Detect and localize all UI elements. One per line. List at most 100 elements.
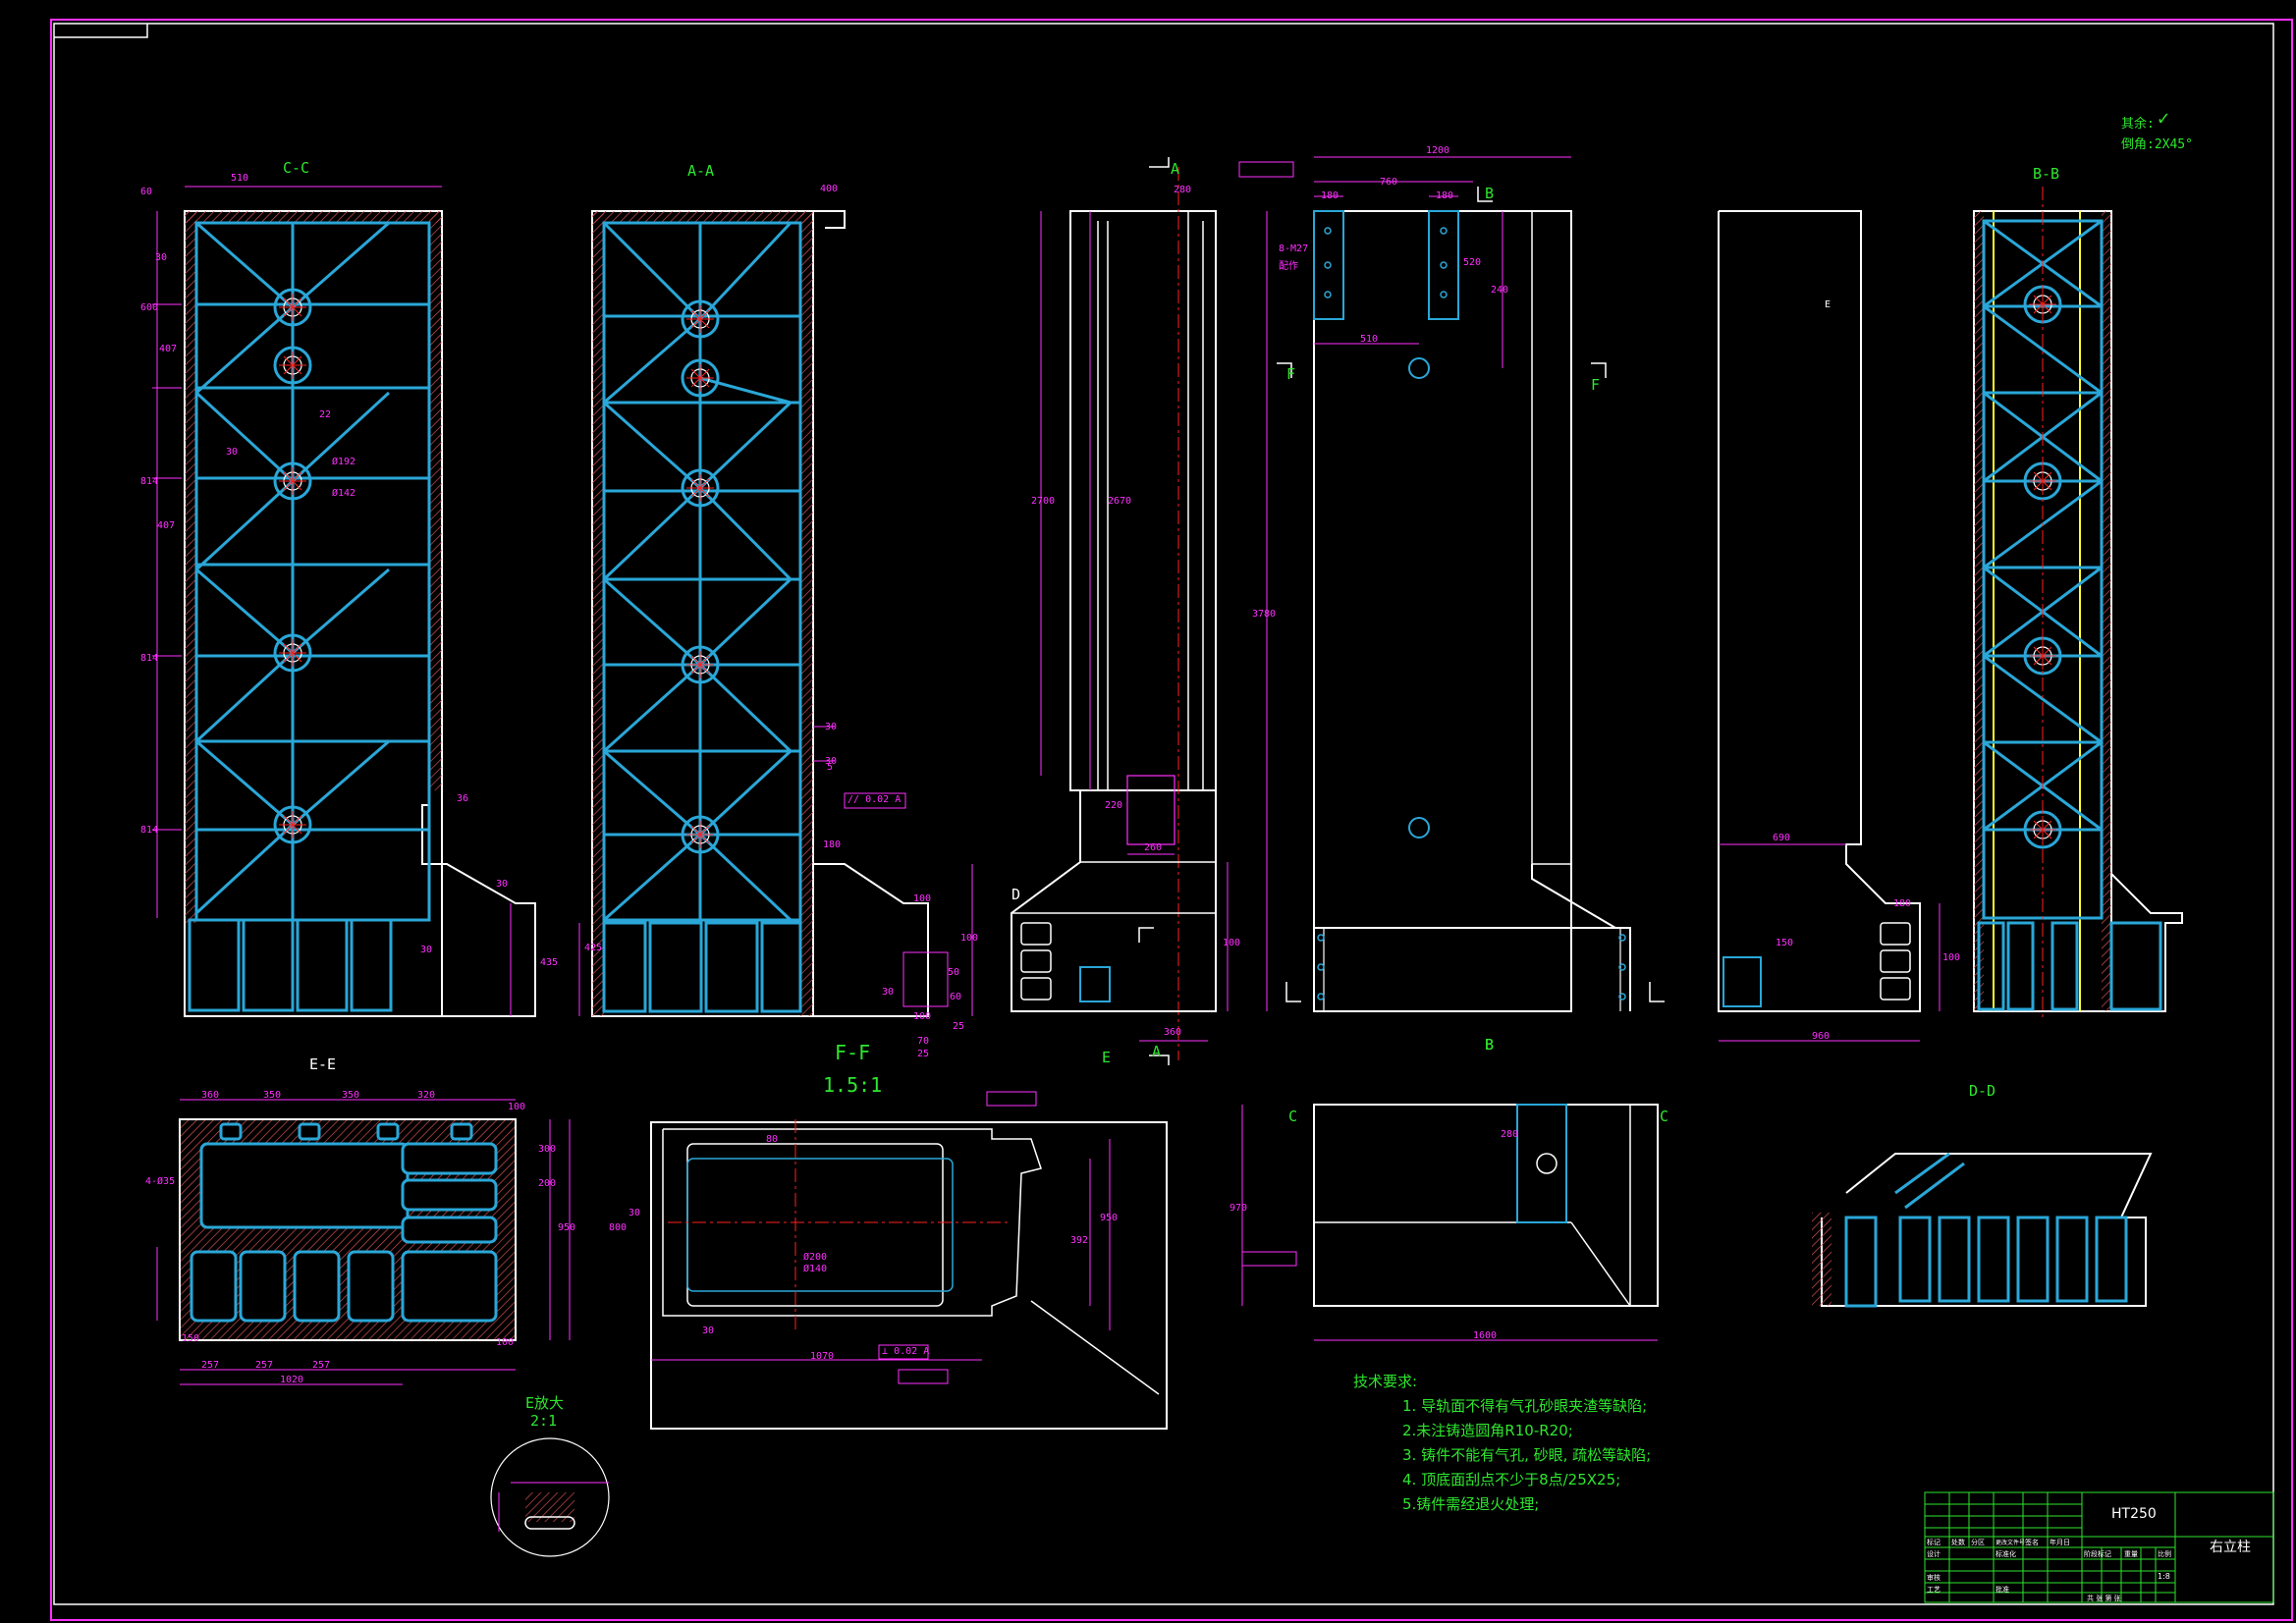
dim-cc-36: 36 [457,793,469,804]
dim-front-220: 220 [1105,800,1123,811]
dim-cc-d192: Ø192 [332,457,356,467]
tol-ref: A [923,1346,930,1357]
dim-cc-407b: 407 [157,520,176,531]
view-title-bb: B-B [2033,165,2060,183]
dim-ff-d200: Ø200 [803,1252,828,1263]
dim-ee-100b: 100 [496,1337,515,1348]
dim-ee-200: 200 [538,1178,557,1189]
roughness-note-line1: 其余: [2121,117,2155,132]
view-title-aa: A-A [687,162,715,180]
view-right [1718,210,1941,1042]
roughness-icon: ✓ [2158,106,2170,130]
view-scale-ff: 1.5:1 [823,1073,883,1097]
dim-cc-22: 22 [319,409,332,420]
dim-aa-425: 425 [584,943,603,953]
dim-aa-30b: 30 [825,756,838,767]
view-ff [650,1091,1168,1430]
dim-side-510: 510 [1360,334,1379,345]
dim-ff-80: 80 [766,1134,779,1145]
dim-ff-30a: 30 [629,1208,641,1218]
dim-cc-600: 600 [140,302,159,313]
tol-val: 0.02 [894,1346,918,1357]
marker-b-top: B [1485,185,1495,202]
view-ee [156,1099,571,1385]
title-label-15: 共 张 第 张 [2087,1595,2121,1602]
title-scale: 1:8 [2158,1572,2170,1581]
dim-aa-25b: 25 [917,1049,930,1059]
dim-cc-d142: Ø142 [332,488,356,499]
roughness-note-line2: 倒角:2X45° [2121,137,2193,152]
dim-ee-257c: 257 [312,1360,331,1371]
view-aa [578,210,973,1017]
marker-f-left: F [1286,365,1296,383]
title-label-3: 分区 [1971,1539,1985,1546]
dim-ee-350a: 350 [263,1090,282,1101]
tol-val: 0.02 [865,794,890,805]
tech-heading: 技术要求: [1353,1373,1418,1390]
title-label-1: 标记 [1927,1539,1941,1546]
view-title-dd: D-D [1969,1082,1996,1100]
title-material: HT250 [2111,1506,2157,1522]
dim-side-760: 760 [1380,177,1398,188]
dim-aa-30a: 30 [825,722,838,732]
dim-aa-100: 100 [913,893,932,904]
dim-cc-814a: 814 [140,476,159,487]
title-part-name: 右立柱 [2210,1540,2251,1555]
marker-e-right: E [1825,299,1831,310]
marker-c-right: C [1660,1108,1669,1125]
tol-frame-ff: ⊥ 0.02 A [882,1346,929,1357]
view-title-detail-e: E放大 [525,1394,565,1412]
marker-a-top: A [1171,160,1180,178]
marker-b-bottom: B [1485,1036,1495,1054]
tech-item-3: 3. 铸件不能有气孔, 砂眼, 疏松等缺陷; [1402,1446,1652,1464]
marker-e-ff: E [1102,1049,1112,1066]
dim-cc-435: 435 [540,957,559,968]
dim-aa-60: 60 [950,992,962,1002]
dim-side-180b: 180 [1436,190,1454,201]
tol-sym: ⊥ [882,1346,889,1357]
tech-item-5: 5.铸件需经退火处理; [1402,1495,1540,1513]
dim-aa-400: 400 [820,184,839,194]
dim-cc-30a: 30 [226,447,239,458]
dim-front-280: 280 [1174,185,1192,195]
corner-tab [54,24,148,38]
dim-ff-1070: 1070 [810,1351,835,1362]
view-dd [1812,1152,2153,1308]
title-label-14: 批准 [1995,1586,2009,1594]
dim-ee-320: 320 [417,1090,436,1101]
dim-ff-800: 800 [609,1222,628,1233]
dim-front-2700: 2700 [1031,496,1056,507]
title-label-10: 重量 [2124,1550,2138,1558]
view-scale-detail-e: 2:1 [530,1412,558,1430]
dim-ee-1020: 1020 [280,1375,304,1385]
dim-right-100: 100 [1942,952,1961,963]
view-title-ff: F-F [835,1041,871,1064]
dim-right-690: 690 [1773,833,1791,843]
dim-aa-180: 180 [823,839,842,850]
view-bottom-mid [1241,1104,1659,1341]
view-cc [152,186,536,1017]
outer-frame [50,19,2293,1621]
marker-b-bm: B [1485,1036,1495,1054]
marker-c-left: C [1288,1108,1298,1125]
dim-ee-257a: 257 [201,1360,220,1371]
tol-sym: // [847,794,860,805]
dim-side-240: 240 [1491,285,1509,296]
view-detail-e [490,1437,610,1557]
inner-frame [53,23,2274,1605]
dim-ff-392: 392 [1070,1235,1089,1246]
dim-aa-100b: 100 [960,933,979,944]
dim-aa-70: 70 [917,1036,930,1047]
tech-item-2: 2.未注铸造圆角R10-R20; [1402,1422,1573,1439]
tol-frame-aa: // 0.02 A [847,794,901,805]
dim-bm-280: 280 [1501,1129,1519,1140]
dim-cc-814b: 814 [140,653,159,664]
dim-aa-50: 50 [948,967,960,978]
view-bb [1973,187,2183,1021]
dim-front-360: 360 [1164,1027,1182,1038]
dim-right-150: 150 [1776,938,1794,948]
title-label-4: 更改文件号 [1995,1540,2026,1546]
title-label-2: 处数 [1951,1539,1965,1546]
view-side [1238,156,1665,1012]
